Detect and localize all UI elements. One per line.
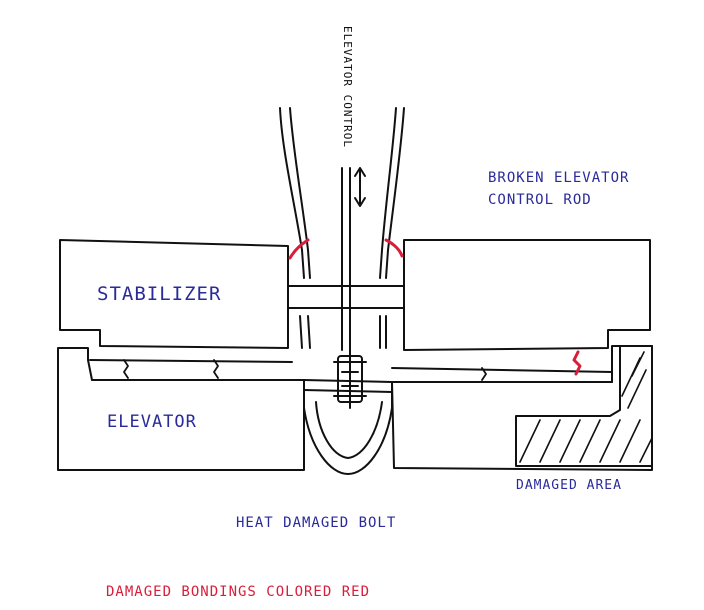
hinge-bond-marks <box>123 359 487 381</box>
elevator-control-label: ELEVATOR CONTROL <box>341 26 354 148</box>
elevator-control-rod <box>341 167 351 351</box>
elevator-right-section <box>391 345 653 471</box>
stabilizer-left-section <box>59 239 289 349</box>
elevator-center-horn <box>303 379 393 475</box>
heat-damaged-bolt-label: HEAT DAMAGED BOLT <box>236 515 396 531</box>
control-rod-direction-arrow <box>354 167 366 207</box>
heat-damaged-bolt-details <box>333 349 367 409</box>
stabilizer-right-section <box>403 239 651 351</box>
damaged-bonding-hinge <box>572 350 582 376</box>
fuselage-left-side <box>279 107 305 279</box>
fuselage-right-side <box>385 107 405 279</box>
damaged-bondings-note: DAMAGED BONDINGS COLORED RED <box>106 584 370 600</box>
damaged-area-label: DAMAGED AREA <box>516 478 622 493</box>
damaged-bonding-right <box>384 238 404 258</box>
damaged-area-hatching <box>519 351 653 463</box>
damaged-area-outline <box>515 345 653 467</box>
broken-rod-label-line2: CONTROL ROD <box>488 192 592 208</box>
elevator-center-bridge <box>303 379 393 393</box>
fuselage-lower-left <box>299 315 311 349</box>
stabilizer-label: STABILIZER <box>97 283 221 305</box>
fuselage-right-side-inner <box>379 107 397 279</box>
fuselage-left-side-inner <box>289 107 311 279</box>
stabilizer-center-spar <box>287 285 405 309</box>
fuselage-lower-right <box>379 315 387 349</box>
elevator-center-horn-inner <box>315 401 383 459</box>
elevator-left-section <box>57 347 305 471</box>
elevator-label: ELEVATOR <box>107 412 197 432</box>
damaged-bonding-left <box>288 238 310 260</box>
broken-rod-label-line1: BROKEN ELEVATOR <box>488 170 629 186</box>
elevator-hinge-tube <box>89 359 613 383</box>
damaged-bondings-red <box>288 238 582 376</box>
